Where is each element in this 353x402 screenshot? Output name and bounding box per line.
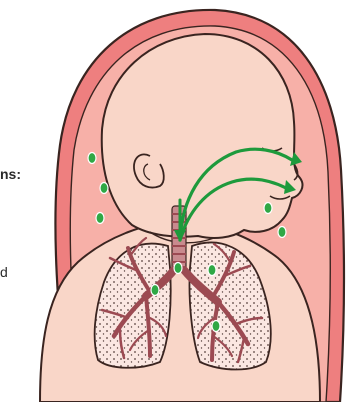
partial-heading-label: ns: [0, 166, 21, 182]
green-droplet-icon [212, 321, 220, 332]
green-droplet-icon [96, 213, 104, 224]
green-droplet-icon [151, 285, 159, 296]
green-droplet-icon [278, 227, 286, 238]
partial-body-label: d [0, 264, 8, 280]
green-droplet-icon [264, 203, 272, 214]
green-droplet-icon [88, 153, 96, 164]
green-droplet-icon [174, 263, 182, 274]
green-droplet-icon [100, 183, 108, 194]
green-droplet-icon [208, 265, 216, 276]
